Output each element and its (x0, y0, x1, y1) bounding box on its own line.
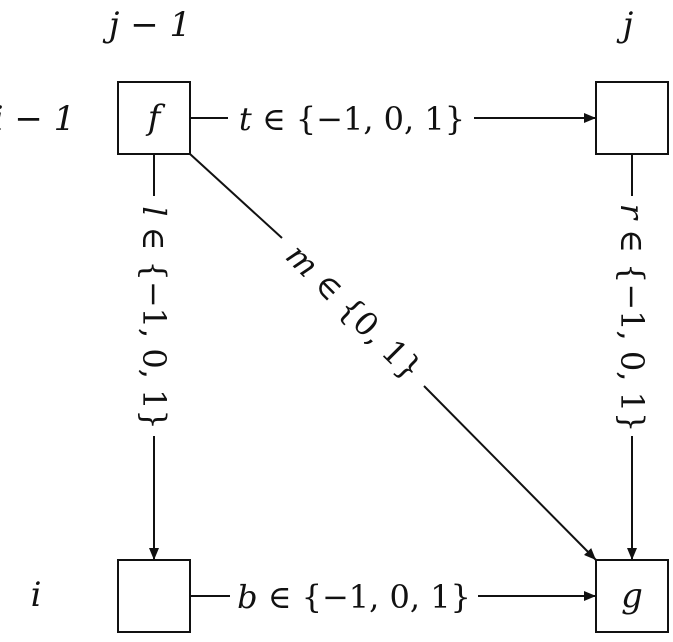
edge-diagonal-label: m ∈ {0, 1} (278, 236, 429, 387)
edge-diagonal-arrow (423, 385, 597, 561)
column-label-prev: j − 1 (102, 5, 191, 45)
node-bottom-left (117, 559, 191, 633)
node-bottom-right-label: g (621, 576, 643, 616)
edge-diagonal-top-segment (189, 153, 283, 239)
node-top-left: f (117, 81, 191, 155)
edge-top-label: t ∈ {−1, 0, 1} (239, 100, 465, 138)
edge-bottom-label: b ∈ {−1, 0, 1} (237, 578, 471, 616)
column-label-curr: j (616, 5, 634, 45)
row-label-curr: i (31, 575, 42, 615)
row-label-prev: i − 1 (0, 99, 75, 139)
edge-right-label: r ∈ {−1, 0, 1} (613, 204, 651, 433)
node-top-right (595, 81, 669, 155)
node-bottom-right: g (595, 559, 669, 633)
edge-left-label: l ∈ {−1, 0, 1} (135, 206, 173, 430)
